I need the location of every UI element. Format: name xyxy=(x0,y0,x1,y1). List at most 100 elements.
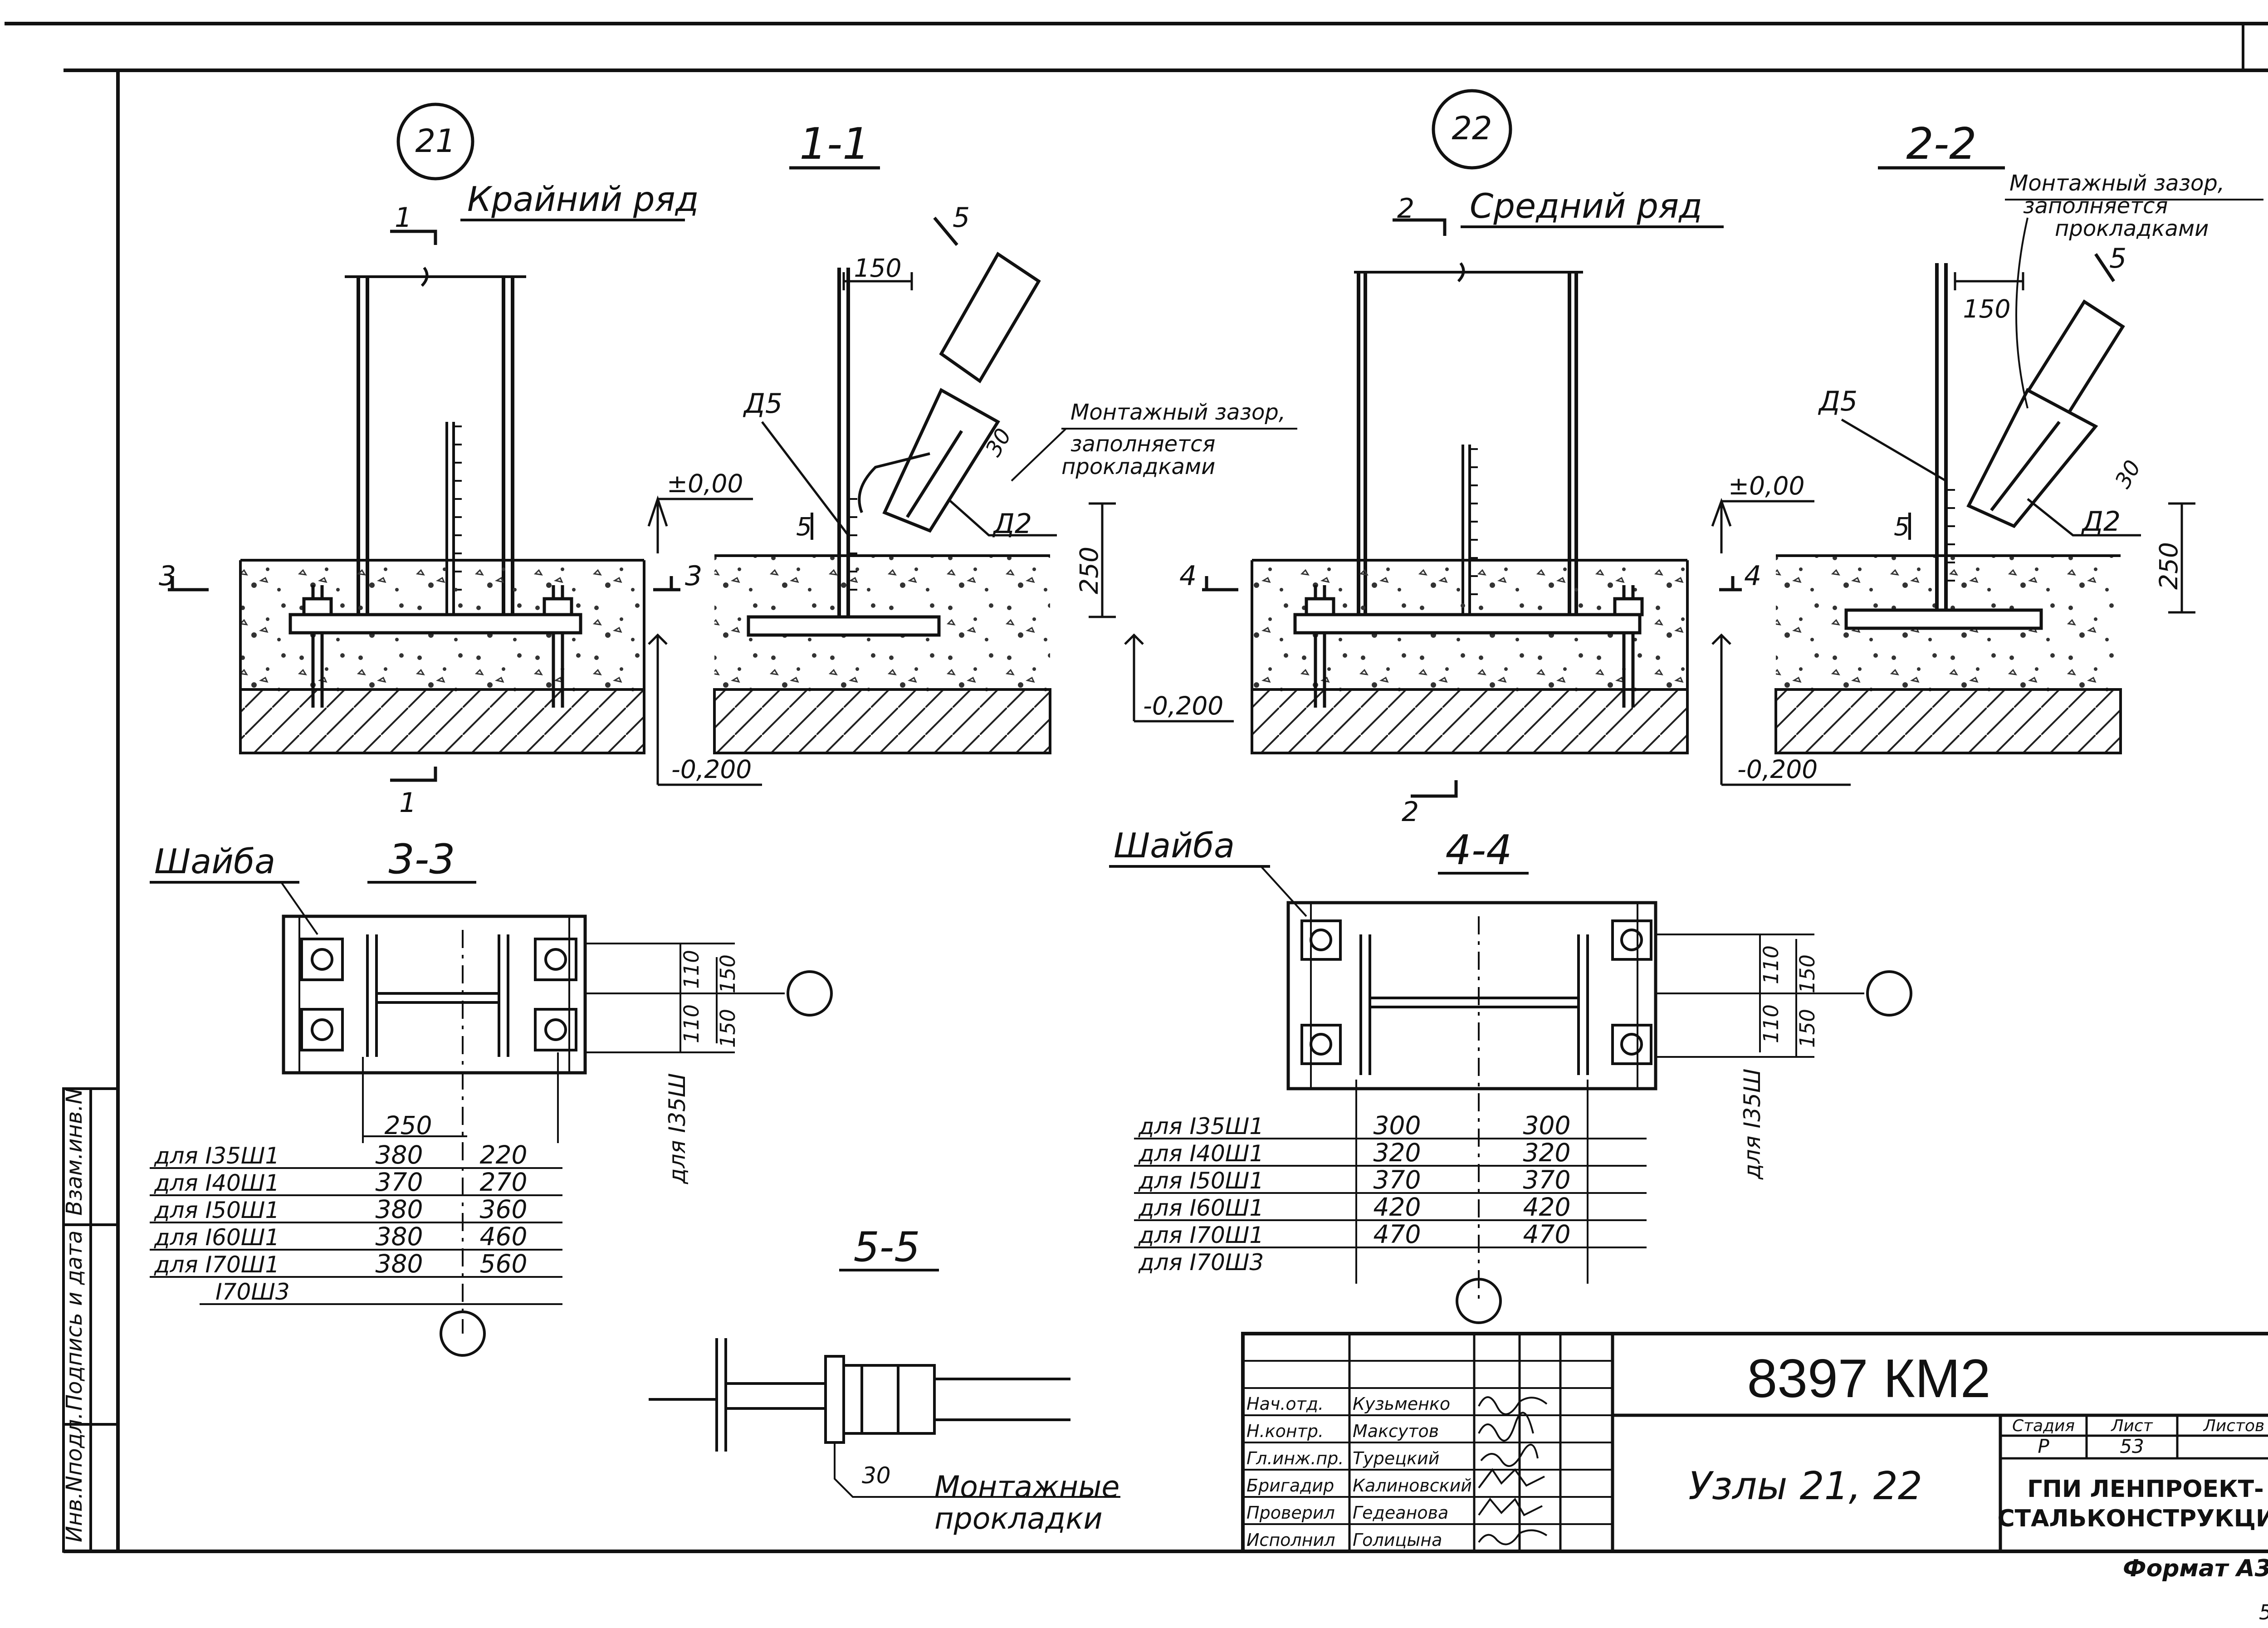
cut-1-bottom-label: 1 xyxy=(399,787,416,819)
section-3-3-dim-150b: 150 xyxy=(716,1009,740,1048)
cut-2-bottom-label: 2 xyxy=(1402,796,1419,828)
signature-role: Н.контр. xyxy=(1246,1421,1324,1441)
section-3-3-row-b: 560 xyxy=(480,1249,528,1278)
section-3-3-row-a: 380 xyxy=(376,1222,423,1251)
section-2-2-title: 2-2 xyxy=(1906,119,1976,169)
section-4-4-row-a: 370 xyxy=(1374,1165,1421,1194)
section-3-3-row-label: для I40Ш1 xyxy=(154,1170,279,1196)
section-4-4-row-a: 470 xyxy=(1374,1220,1421,1249)
section-3-3-row: для I70Ш1 380 560 xyxy=(154,1249,527,1278)
sheet-frame xyxy=(5,22,2268,1553)
section-4-4-dim-150b: 150 xyxy=(1795,1009,1819,1048)
section-4-4-axis-marker xyxy=(1456,1278,1502,1324)
section-3-3-dim-150a: 150 xyxy=(716,954,740,993)
section-3-3-row-b: 270 xyxy=(480,1168,528,1197)
section-4-4-row: для I70Ш1 470 470 xyxy=(1138,1220,1570,1249)
signature-name: Гедеанова xyxy=(1353,1503,1448,1523)
signature-name: Максутов xyxy=(1353,1421,1439,1441)
section-3-3-table: для I35Ш1 380 220 для I40Ш1 370 270 для … xyxy=(150,1140,562,1305)
section-1-1-note-2: заполняется xyxy=(1070,431,1215,457)
section-4-4-row-label: для I50Ш1 xyxy=(1138,1168,1264,1194)
section-1-1-level-bottom: -0,200 xyxy=(671,755,752,784)
section-2-2-note-1: Монтажный зазор, xyxy=(2009,171,2224,196)
signature-marks xyxy=(1478,1396,1548,1545)
node-22-title: Средний ряд xyxy=(1470,186,1702,226)
section-2-2-weld-5: 5 xyxy=(1894,512,1910,541)
section-3-3-row-label: для I60Ш1 xyxy=(154,1224,279,1251)
section-1-1-level-top: ±0,00 xyxy=(667,469,743,498)
section-3-3-row-a: 380 xyxy=(376,1195,423,1224)
section-3-3-row-a: 380 xyxy=(376,1140,423,1169)
section-4-4-row-a: 320 xyxy=(1374,1138,1421,1167)
node-22-number: 22 xyxy=(1452,110,1492,147)
section-2-2-weld-d2: Д2 xyxy=(2081,506,2121,538)
section-4-4: Шайба 4-4 110 110 150 150 для I35Ш xyxy=(1109,826,1912,1324)
title-block xyxy=(1241,1332,2268,1553)
section-4-4-row-label: для I60Ш1 xyxy=(1138,1195,1264,1221)
node-22-marker xyxy=(1432,89,1512,170)
signature-role: Гл.инж.пр. xyxy=(1246,1448,1344,1468)
node-21-number: 21 xyxy=(415,122,455,160)
section-3-3-dim-110a: 110 xyxy=(679,950,704,989)
section-1-1-weld-d5: Д5 xyxy=(743,388,782,420)
signature-name: Калиновский xyxy=(1353,1476,1472,1496)
section-3-3-row: для I35Ш1 380 220 xyxy=(154,1140,527,1169)
section-4-4-row: для I40Ш1 320 320 xyxy=(1138,1138,1570,1167)
side-stamp xyxy=(62,1087,119,1553)
node-21-marker xyxy=(396,103,474,181)
node-21-elevation: 21 Крайний ряд 1 1 3 3 xyxy=(159,103,702,819)
section-4-4-side-axis-marker xyxy=(1866,970,1912,1017)
stamp-stage-header: Стадия xyxy=(2012,1417,2075,1435)
section-4-4-table: для I35Ш1 300 300 для I40Ш1 320 320 для … xyxy=(1134,1111,1647,1276)
stamp-stage-value: Р xyxy=(2038,1435,2049,1457)
section-4-4-row: для I60Ш1 420 420 xyxy=(1138,1193,1570,1222)
section-3-3-row: для I60Ш1 380 460 xyxy=(154,1222,527,1251)
section-2-2-note-3: прокладками xyxy=(2055,216,2209,241)
organization-line-2: СТАЛЬКОНСТРУКЦИЯ xyxy=(1997,1505,2268,1532)
signature-role: Исполнил xyxy=(1246,1530,1335,1550)
signature-role: Проверил xyxy=(1246,1503,1335,1523)
section-4-4-row-label: для I70Ш3 xyxy=(1138,1249,1264,1276)
section-2-2: 2-2 150 5 Д5 5 30 Д2 250 Монтажный зазор… xyxy=(1711,119,2263,786)
section-5-5-dim-30: 30 xyxy=(862,1462,891,1489)
corner-note: 5583 xyxy=(2259,1600,2268,1624)
section-3-3-row: для I50Ш1 380 360 xyxy=(154,1195,527,1224)
section-3-3-washer: Шайба xyxy=(154,841,275,881)
signature-name: Голицына xyxy=(1353,1530,1442,1550)
section-3-3-dim-250: 250 xyxy=(385,1111,432,1140)
section-4-4-dim-110a: 110 xyxy=(1759,945,1783,984)
section-4-4-row-b: 320 xyxy=(1523,1138,1571,1167)
section-3-3-row-a: 380 xyxy=(376,1249,423,1278)
section-2-2-dim-150: 150 xyxy=(1963,294,2011,323)
section-3-3-side-axis-marker xyxy=(787,970,833,1017)
section-4-4-dim-150a: 150 xyxy=(1795,954,1819,993)
stamp-sheet-value: 53 xyxy=(2120,1435,2144,1457)
section-3-3-side-note: для I35Ш xyxy=(664,1073,690,1184)
cut-4-right-label: 4 xyxy=(1744,560,1761,592)
section-4-4-side-note: для I35Ш xyxy=(1739,1069,1765,1180)
section-2-2-view-5: 5 xyxy=(2109,243,2126,274)
signature-name: Турецкий xyxy=(1353,1448,1439,1468)
section-1-1-title: 1-1 xyxy=(799,119,870,169)
section-3-3-row-a: 370 xyxy=(376,1168,423,1197)
drawing-title: Узлы 21, 22 xyxy=(1688,1464,1922,1509)
section-4-4-washer: Шайба xyxy=(1114,826,1235,865)
side-stamp-inv: Инв.Nподл. xyxy=(62,1412,87,1542)
section-2-2-weld-d5: Д5 xyxy=(1818,386,1857,417)
signature-role: Бригадир xyxy=(1246,1476,1334,1496)
section-1-1-dim-250: 250 xyxy=(1075,547,1104,594)
section-5-5-note-1: Монтажные xyxy=(934,1470,1119,1504)
section-4-4-row-a: 420 xyxy=(1374,1193,1421,1222)
node-21-title: Крайний ряд xyxy=(467,179,699,219)
section-1-1-note-1: Монтажный зазор, xyxy=(1070,400,1286,425)
signature-rows: Нач.отд. Кузьменко Н.контр. Максутов Гл.… xyxy=(1246,1394,1472,1550)
section-5-5-note-2: прокладки xyxy=(934,1502,1103,1536)
section-4-4-title: 4-4 xyxy=(1446,826,1512,874)
node-22-level-bottom: -0,200 xyxy=(1143,691,1223,720)
section-3-3-row-b: 460 xyxy=(480,1222,528,1251)
section-4-4-row-b: 300 xyxy=(1523,1111,1571,1140)
section-3-3: Шайба 3-3 250 110 110 150 150 для I35 xyxy=(150,836,833,1357)
section-4-4-row-b: 420 xyxy=(1523,1193,1571,1222)
section-3-3-row-label: для I70Ш1 xyxy=(154,1252,279,1278)
